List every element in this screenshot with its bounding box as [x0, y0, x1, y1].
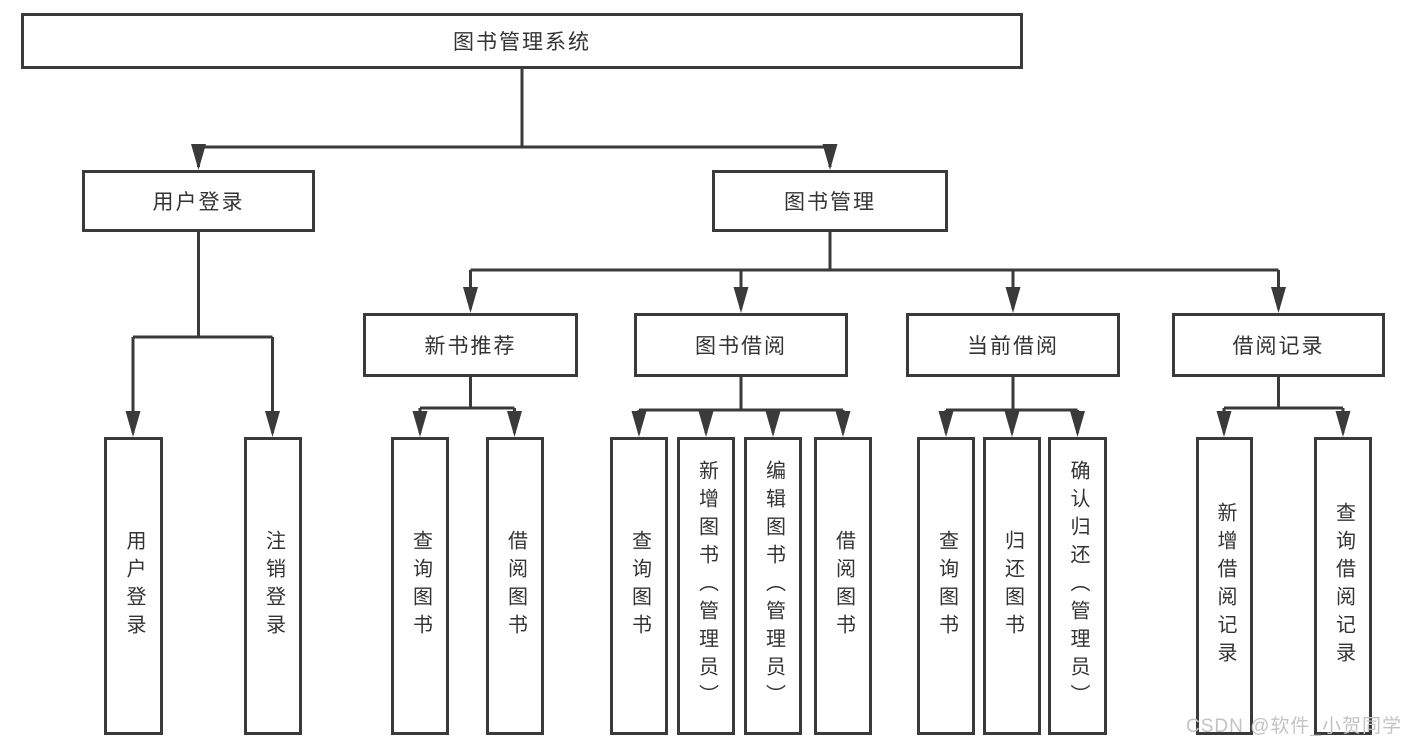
arrowhead-icon	[835, 411, 851, 437]
node-borrow-records: 借阅记录	[1172, 313, 1385, 377]
node-label: 借阅记录	[1232, 335, 1325, 358]
leaf-add-book-admin: 新增图书（管理员）	[677, 437, 735, 735]
arrowhead-icon	[765, 411, 781, 437]
arrowhead-icon	[507, 411, 522, 437]
arrowhead-icon	[125, 411, 141, 437]
node-label: 归还图书	[1001, 530, 1024, 642]
leaf-query-books-recommend: 查询图书	[391, 437, 449, 735]
arrowhead-icon	[1005, 287, 1021, 313]
node-label: 查询图书	[628, 530, 651, 642]
node-label: 图书管理	[784, 191, 876, 214]
node-label: 查询图书	[409, 530, 432, 642]
arrowheads	[125, 144, 1351, 437]
leaf-edit-book-admin: 编辑图书（管理员）	[744, 437, 802, 735]
connector-root-to-level2	[197, 69, 832, 167]
leaf-borrow-books-recommend: 借阅图书	[486, 437, 544, 735]
arrowhead-icon	[1335, 411, 1351, 437]
node-label: 编辑图书（管理员）	[762, 460, 785, 712]
leaf-borrow-books-borrow: 借阅图书	[814, 437, 872, 735]
leaf-query-borrow-record: 查询借阅记录	[1314, 437, 1372, 735]
arrowhead-icon	[1216, 411, 1232, 437]
arrowhead-icon	[938, 411, 954, 437]
arrowhead-icon	[631, 411, 647, 437]
leaf-return-book: 归还图书	[983, 437, 1041, 735]
leaf-logout: 注销登录	[244, 437, 302, 735]
arrowhead-icon	[1004, 411, 1020, 437]
node-book-borrow: 图书借阅	[634, 313, 848, 377]
connector-borrowrecords-to-leaves	[1222, 377, 1345, 433]
leaf-confirm-return-admin: 确认归还（管理员）	[1048, 437, 1107, 735]
node-label: 当前借阅	[967, 335, 1059, 358]
connector-bookmgmt-to-level3	[469, 232, 1280, 309]
arrowhead-icon	[463, 287, 478, 313]
node-label: 借阅图书	[504, 530, 527, 642]
node-label: 用户登录	[152, 191, 245, 214]
node-label: 注销登录	[262, 530, 285, 642]
node-current-borrow: 当前借阅	[906, 313, 1120, 377]
arrowhead-icon	[265, 411, 280, 437]
node-label: 图书管理系统	[453, 31, 591, 54]
leaf-user-login: 用户登录	[104, 437, 163, 735]
node-user-login-group: 用户登录	[82, 170, 315, 232]
node-label: 新书推荐	[424, 335, 517, 358]
node-book-management: 图书管理	[712, 170, 948, 232]
leaf-add-borrow-record: 新增借阅记录	[1196, 437, 1253, 735]
node-label: 用户登录	[123, 530, 145, 642]
leaf-query-books-borrow: 查询图书	[610, 437, 668, 735]
node-label: 借阅图书	[832, 530, 855, 642]
arrowhead-icon	[698, 411, 714, 437]
arrowhead-icon	[412, 411, 428, 437]
arrowhead-icon	[733, 287, 749, 313]
leaf-query-books-current: 查询图书	[917, 437, 975, 735]
arrowhead-icon	[191, 144, 206, 170]
node-label: 确认归还（管理员）	[1067, 460, 1089, 712]
node-new-book-recommend: 新书推荐	[363, 313, 578, 377]
connector-userlogin-to-leaves	[131, 232, 274, 433]
node-label: 新增图书（管理员）	[695, 460, 718, 712]
arrowhead-icon	[1070, 411, 1085, 437]
node-label: 图书借阅	[695, 335, 787, 358]
connector-newbook-to-leaves	[418, 377, 516, 433]
node-root-library-system: 图书管理系统	[21, 13, 1023, 69]
watermark: CSDN @软件_小贺同学	[1186, 716, 1402, 737]
connector-bookborrow-to-leaves	[637, 377, 845, 433]
arrowhead-icon	[1271, 287, 1286, 313]
node-label: 查询借阅记录	[1332, 502, 1355, 670]
arrowhead-icon	[822, 144, 838, 170]
node-label: 查询图书	[935, 530, 958, 642]
node-label: 新增借阅记录	[1214, 502, 1236, 670]
